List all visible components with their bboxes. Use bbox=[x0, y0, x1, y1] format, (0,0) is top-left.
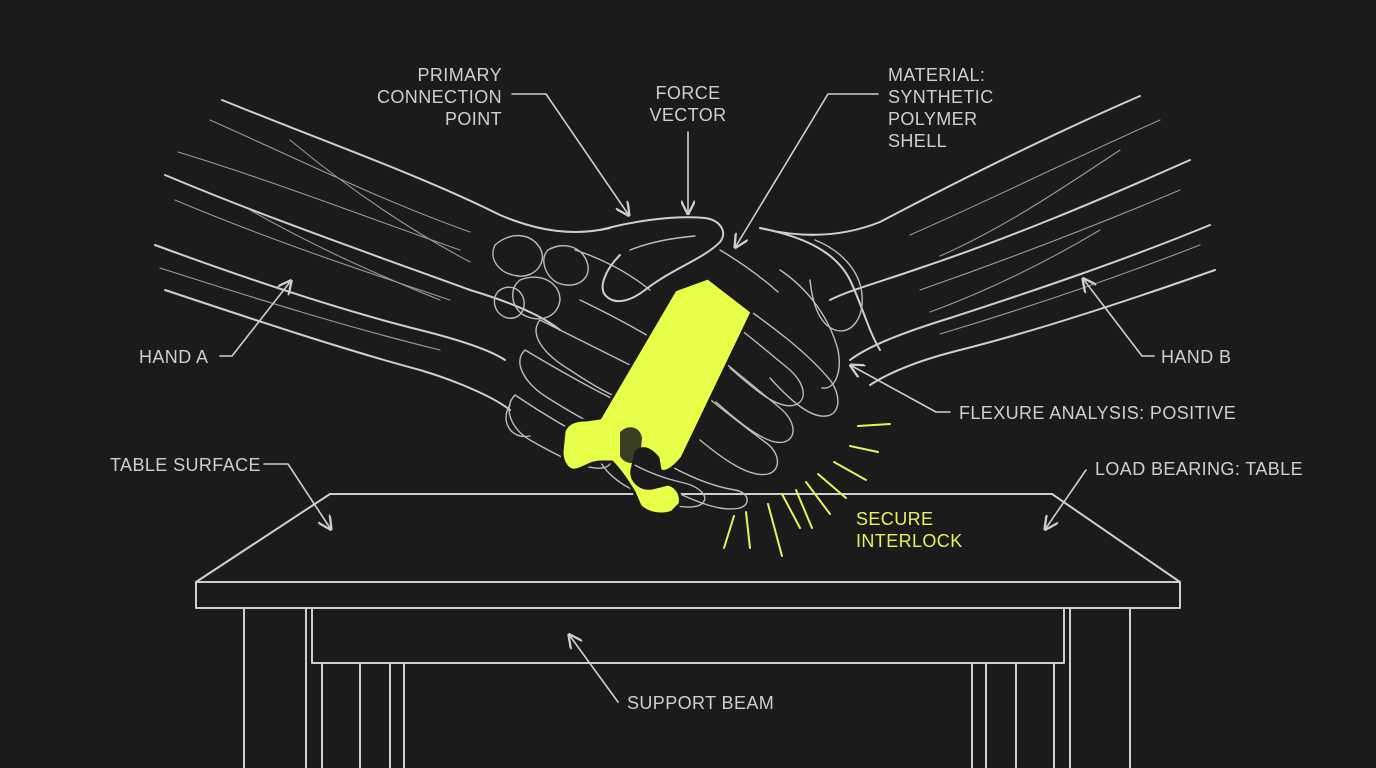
polymer-shell-notch bbox=[620, 427, 642, 464]
hand-b-drawing bbox=[596, 95, 1216, 510]
label-hand-b: HAND B bbox=[1161, 347, 1232, 367]
arrow-load-bearing bbox=[1046, 469, 1087, 528]
polymer-shell bbox=[560, 276, 754, 516]
label-material: MATERIAL: SYNTHETIC POLYMER SHELL bbox=[888, 65, 994, 151]
table-leg-right-outer bbox=[1069, 607, 1131, 768]
hand-a-drawing bbox=[154, 99, 725, 469]
table bbox=[195, 493, 1181, 768]
arrow-material bbox=[736, 93, 879, 246]
arrow-hand-a bbox=[219, 282, 290, 357]
arrow-table-surface bbox=[263, 463, 330, 528]
table-leg-right-inner bbox=[971, 662, 1055, 768]
label-support-beam: SUPPORT BEAM bbox=[627, 693, 775, 713]
arrow-primary-connection bbox=[511, 93, 628, 214]
arrow-hand-b bbox=[1084, 280, 1155, 357]
support-beam-shape bbox=[311, 607, 1065, 664]
label-secure-interlock: SECURE INTERLOCK bbox=[856, 509, 963, 551]
leader-lines bbox=[219, 93, 1155, 703]
label-hand-a: HAND A bbox=[139, 347, 209, 367]
label-primary-connection-point: PRIMARY CONNECTION POINT bbox=[377, 65, 502, 129]
label-load-bearing: LOAD BEARING: TABLE bbox=[1095, 459, 1303, 479]
label-table-surface: TABLE SURFACE bbox=[110, 455, 261, 475]
interlock-rays bbox=[723, 423, 891, 557]
table-leg-left-inner bbox=[321, 662, 405, 768]
label-force-vector: FORCE VECTOR bbox=[649, 83, 727, 125]
label-flexure-analysis: FLEXURE ANALYSIS: POSITIVE bbox=[959, 403, 1237, 423]
arrow-flexure bbox=[852, 366, 951, 413]
table-leg-left-outer bbox=[243, 607, 307, 768]
table-front-edge bbox=[195, 581, 1181, 609]
arrow-support-beam bbox=[570, 636, 619, 703]
